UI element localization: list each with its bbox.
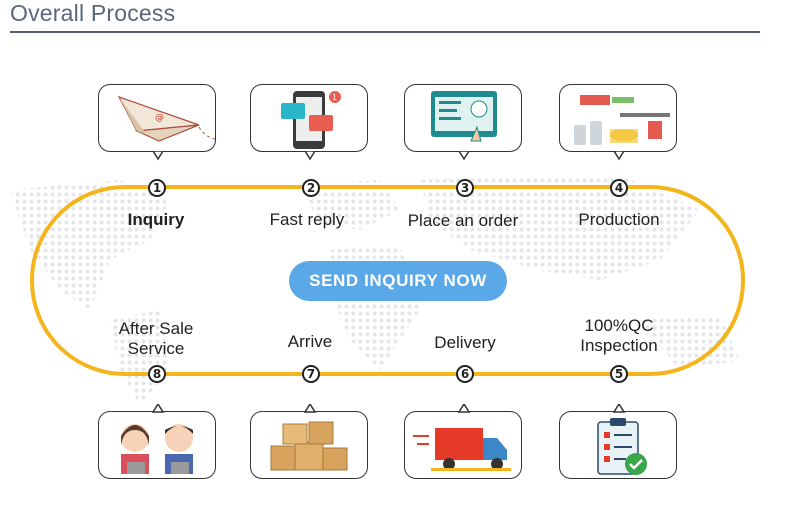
step-card-inquiry: @ (98, 84, 216, 161)
online-order-icon (431, 91, 497, 142)
step-number-2: 2 (302, 179, 320, 197)
qc-checklist-icon (597, 418, 647, 475)
title-divider (10, 31, 760, 33)
step-number-5: 5 (610, 365, 628, 383)
step-label-delivery: Delivery (434, 333, 496, 352)
step-label-production: Production (578, 210, 660, 229)
paper-plane-icon: @ (117, 95, 216, 142)
step-card-after-sale (98, 404, 216, 479)
delivery-truck-icon (413, 428, 511, 471)
step-number-4: 4 (610, 179, 628, 197)
svg-text:@: @ (155, 113, 164, 123)
customer-service-icon (121, 424, 193, 474)
step-label-qc-line2: Inspection (580, 336, 658, 355)
factory-line-icon (574, 95, 670, 145)
step-label-after-sale-line2: Service (127, 339, 185, 358)
step-card-fast-reply: 1 (250, 84, 368, 161)
step-number-1: 1 (148, 179, 166, 197)
page-title: Overall Process (10, 0, 176, 26)
phone-chat-icon: 1 (281, 91, 341, 149)
step-label-arrive: Arrive (287, 332, 333, 351)
step-card-qc (559, 404, 677, 479)
step-number-7: 7 (302, 365, 320, 383)
step-label-place-order: Place an order (407, 211, 519, 230)
step-card-delivery (404, 404, 522, 479)
step-label-fast-reply: Fast reply (269, 210, 345, 229)
step-number-3: 3 (456, 179, 474, 197)
step-label-inquiry: Inquiry (127, 210, 185, 229)
step-label-qc-line1: 100%QC (584, 316, 654, 335)
send-inquiry-button[interactable]: SEND INQUIRY NOW (289, 261, 507, 301)
step-number-6: 6 (456, 365, 474, 383)
step-card-place-order (404, 84, 522, 161)
step-card-arrive (250, 404, 368, 479)
step-number-8: 8 (148, 365, 166, 383)
svg-text:1: 1 (332, 93, 337, 102)
step-label-after-sale-line1: After Sale (118, 319, 194, 338)
boxes-icon (270, 421, 348, 471)
step-card-production (559, 84, 677, 161)
